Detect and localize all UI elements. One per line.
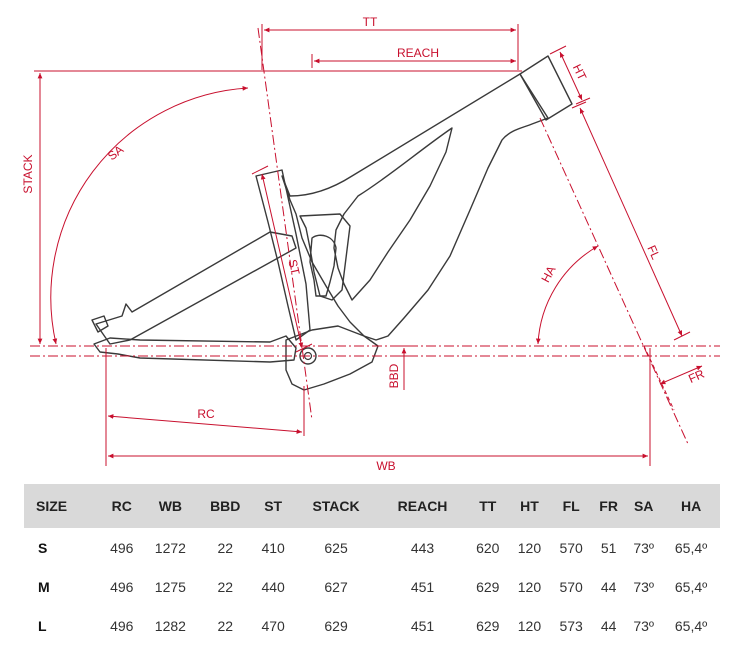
cell-bbd: 22 <box>217 578 234 595</box>
cell-bbd: 22 <box>217 539 234 556</box>
table-header-row: SIZE RC WB BBD ST STACK REACH TT HT FL F… <box>24 484 720 528</box>
seat-tube-slot <box>299 213 351 301</box>
seat-stay <box>95 231 297 345</box>
cell-wb: 1275 <box>154 578 186 595</box>
cell-tt: 620 <box>476 539 500 556</box>
cell-fr: 51 <box>600 539 617 556</box>
rc-dimension <box>107 414 303 434</box>
ha-arc <box>535 245 599 345</box>
cell-size: M <box>38 578 50 595</box>
label-ht: HT <box>570 62 590 83</box>
cell-stack: 625 <box>324 539 348 556</box>
table-row: S 496 1272 22 410 625 443 620 120 570 51… <box>24 528 720 567</box>
label-st: ST <box>285 258 302 277</box>
cell-ha: 65,4º <box>674 578 708 595</box>
header-sa: SA <box>625 484 663 528</box>
header-reach: REACH <box>378 484 467 528</box>
label-sa: SA <box>105 142 126 163</box>
cell-stack: 629 <box>324 617 348 634</box>
dimension-lines <box>30 24 720 466</box>
cell-fl: 573 <box>559 617 583 634</box>
header-stack: STACK <box>293 484 379 528</box>
cell-ht: 120 <box>517 539 542 556</box>
cell-reach: 443 <box>410 539 435 556</box>
sa-arc <box>50 85 249 345</box>
cell-fl: 570 <box>559 578 583 595</box>
cell-reach: 451 <box>410 617 435 634</box>
cell-size: S <box>38 539 48 556</box>
cell-fr: 44 <box>600 578 617 595</box>
fl-dimension <box>579 107 683 337</box>
header-fr: FR <box>591 484 626 528</box>
cell-sa: 73º <box>633 539 655 556</box>
cell-fl: 570 <box>559 539 583 556</box>
cell-rc: 496 <box>110 617 134 634</box>
geometry-table: SIZE RC WB BBD ST STACK REACH TT HT FL F… <box>24 484 720 645</box>
label-stack: STACK <box>21 154 35 193</box>
cell-wb: 1272 <box>154 539 186 556</box>
cell-wb: 1282 <box>154 617 186 634</box>
header-ht: HT <box>508 484 551 528</box>
label-tt: TT <box>363 15 378 29</box>
ht-dimension <box>559 51 583 101</box>
cell-bbd: 22 <box>217 617 234 634</box>
cell-st: 470 <box>261 617 285 634</box>
dimension-labels: TT REACH HT STACK SA ST HA FL FR BBD RC … <box>21 15 707 473</box>
table-row: L 496 1282 22 470 629 451 629 120 573 44… <box>24 606 720 645</box>
label-wb: WB <box>376 459 395 473</box>
head-tube <box>519 55 573 121</box>
cell-size: L <box>38 617 47 634</box>
frame-geometry-diagram: TT REACH HT STACK SA ST HA FL FR BBD RC … <box>21 15 720 473</box>
label-reach: REACH <box>397 46 439 60</box>
shock-window <box>309 234 337 297</box>
header-size: SIZE <box>24 484 101 528</box>
header-tt: TT <box>466 484 509 528</box>
label-ha: HA <box>538 263 558 284</box>
st-dimension <box>260 173 304 349</box>
cell-tt: 629 <box>476 617 500 634</box>
cell-rc: 496 <box>110 578 134 595</box>
cell-stack: 627 <box>324 578 348 595</box>
header-wb: WB <box>142 484 199 528</box>
cell-fr: 44 <box>600 617 617 634</box>
cell-sa: 73º <box>633 578 655 595</box>
header-st: ST <box>252 484 294 528</box>
down-tube-cutout <box>333 127 453 301</box>
chain-stay <box>93 335 297 363</box>
cell-ha: 65,4º <box>674 617 708 634</box>
cell-reach: 451 <box>410 578 435 595</box>
table-row: M 496 1275 22 440 627 451 629 120 570 44… <box>24 567 720 606</box>
header-rc: RC <box>100 484 143 528</box>
fr-dimension <box>659 365 703 385</box>
cell-st: 440 <box>261 578 285 595</box>
header-ha: HA <box>662 484 720 528</box>
front-triangle <box>281 73 549 341</box>
header-bbd: BBD <box>198 484 253 528</box>
cell-ht: 120 <box>517 578 542 595</box>
cell-ha: 65,4º <box>674 539 708 556</box>
cell-rc: 496 <box>110 539 134 556</box>
cell-tt: 629 <box>476 578 500 595</box>
cell-ht: 120 <box>517 617 542 634</box>
bike-frame <box>91 55 573 391</box>
label-fr: FR <box>686 367 707 386</box>
bottom-bracket-housing <box>285 325 379 391</box>
label-bbd: BBD <box>387 363 401 388</box>
cell-sa: 73º <box>633 617 655 634</box>
cell-st: 410 <box>261 539 285 556</box>
header-fl: FL <box>550 484 592 528</box>
label-rc: RC <box>197 407 215 421</box>
label-fl: FL <box>644 243 663 262</box>
